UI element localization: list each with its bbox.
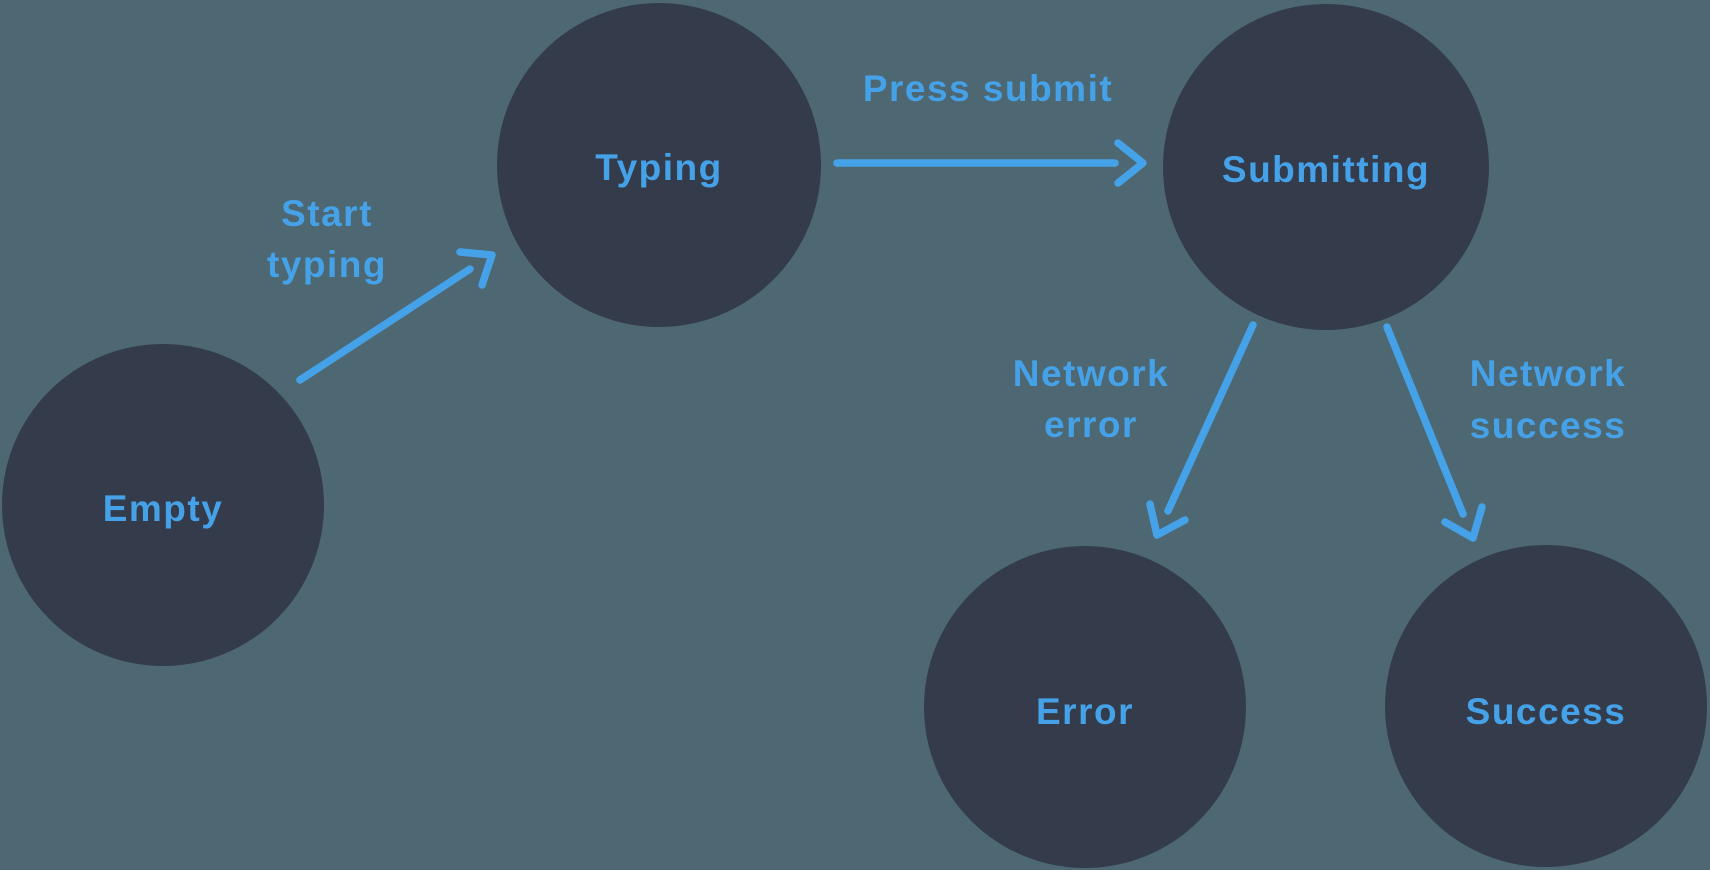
edge-label-start-typing: Start typing [267,193,387,285]
arrow-shaft [296,265,474,384]
state-node-submitting [1163,4,1489,330]
state-label-empty: Empty [103,488,224,529]
arrow-submitting-to-error [1146,321,1257,539]
arrow-shaft [1164,321,1257,515]
edge-label-network-success: Network success [1470,353,1627,446]
state-node-success [1385,545,1707,867]
arrow-empty-to-typing [296,248,496,384]
edge-label-line: Start [281,193,373,234]
arrow-submitting-to-success [1383,323,1486,542]
edge-label-line: success [1470,405,1627,446]
state-label-submitting: Submitting [1222,149,1430,190]
edge-label-line: error [1044,404,1138,445]
state-node-error [924,546,1246,868]
arrowhead-icon [1146,500,1189,539]
arrowhead-icon [1441,503,1486,542]
edge-label-line: Network [1470,353,1626,394]
state-node-empty [2,344,324,666]
arrow-typing-to-submitting [833,139,1147,187]
edge-label-line: typing [267,244,387,285]
state-label-success: Success [1466,691,1627,732]
edge-label-network-error: Network error [1013,353,1169,445]
state-label-error: Error [1036,691,1134,732]
state-label-typing: Typing [595,147,723,188]
arrow-shaft [1383,323,1467,518]
arrowhead-icon [456,248,496,289]
arrowhead-icon [1114,139,1147,187]
edge-label-press-submit: Press submit [863,68,1113,109]
edge-label-line: Press submit [863,68,1113,109]
state-node-typing [497,3,821,327]
edge-label-line: Network [1013,353,1169,394]
